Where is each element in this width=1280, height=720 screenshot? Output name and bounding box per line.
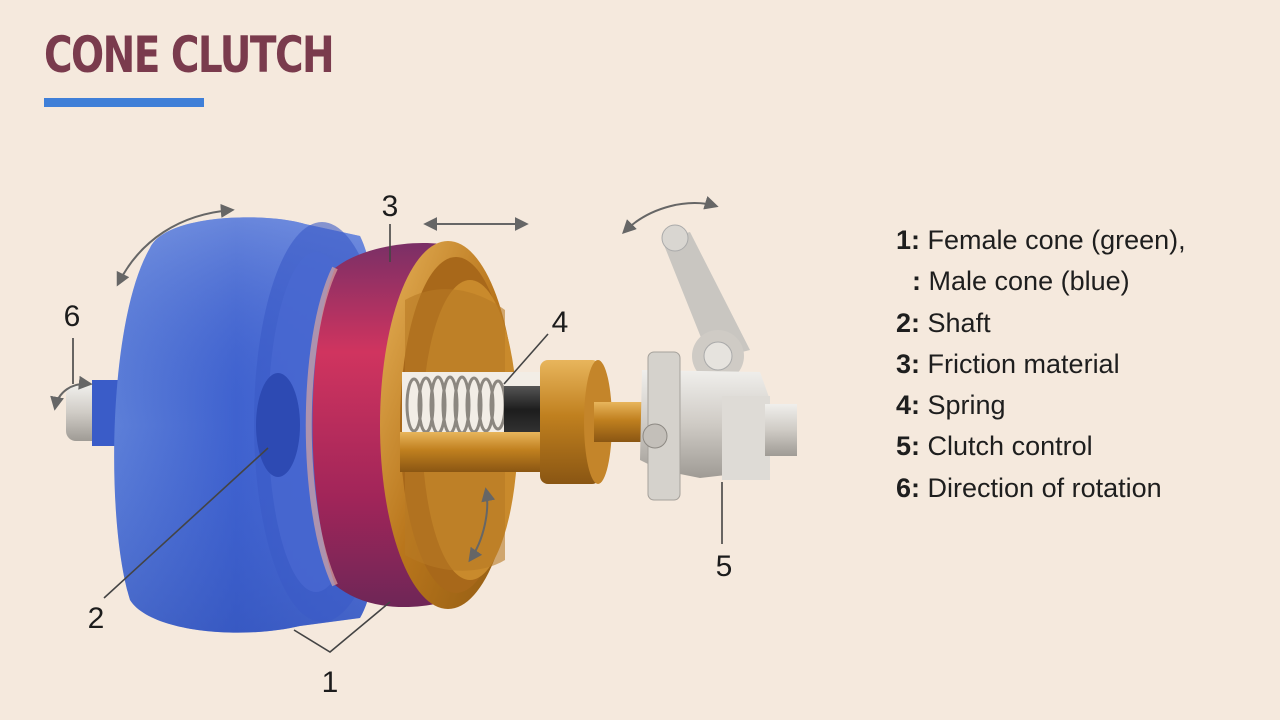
label-1: 1 bbox=[322, 666, 339, 699]
motion-arrows bbox=[50, 196, 719, 563]
legend-text: Shaft bbox=[927, 307, 991, 338]
legend-key: 1: bbox=[896, 225, 921, 255]
legend-item-4: 4: Spring bbox=[896, 385, 1186, 426]
label-2: 2 bbox=[88, 602, 105, 635]
slide-title: CONE CLUTCH bbox=[44, 26, 335, 84]
clutch-control bbox=[640, 224, 797, 501]
legend-item-6: 6: Direction of rotation bbox=[896, 468, 1186, 509]
legend-key: 4: bbox=[896, 390, 921, 421]
leader-lines bbox=[72, 224, 723, 653]
legend-text: Female cone (green), bbox=[927, 225, 1186, 255]
legend-key: 6: bbox=[896, 472, 921, 503]
legend-item-1b: : Male cone (blue) bbox=[896, 261, 1186, 302]
legend-item-5: 5: Clutch control bbox=[896, 426, 1186, 467]
legend-key: 5: bbox=[896, 431, 921, 462]
legend-text: Clutch control bbox=[927, 431, 1093, 462]
title-underline bbox=[44, 98, 204, 107]
legend-key: 2: bbox=[896, 307, 921, 338]
legend-item-3: 3: Friction material bbox=[896, 344, 1186, 385]
legend-item-1: 1: Female cone (green), bbox=[896, 220, 1186, 261]
legend-item-2: 2: Shaft bbox=[896, 303, 1186, 344]
label-5: 5 bbox=[716, 550, 733, 583]
legend-text: Direction of rotation bbox=[927, 472, 1162, 503]
label-6: 6 bbox=[64, 300, 81, 333]
shift-collar bbox=[540, 360, 644, 484]
label-4: 4 bbox=[552, 306, 569, 339]
legend-text: Male cone (blue) bbox=[928, 266, 1130, 297]
label-3: 3 bbox=[382, 190, 399, 223]
legend-key: : bbox=[912, 266, 921, 297]
legend-key: 3: bbox=[896, 348, 921, 379]
legend-text: Friction material bbox=[927, 348, 1120, 379]
legend-text: Spring bbox=[927, 390, 1006, 421]
legend: 1: Female cone (green), : Male cone (blu… bbox=[896, 220, 1186, 509]
